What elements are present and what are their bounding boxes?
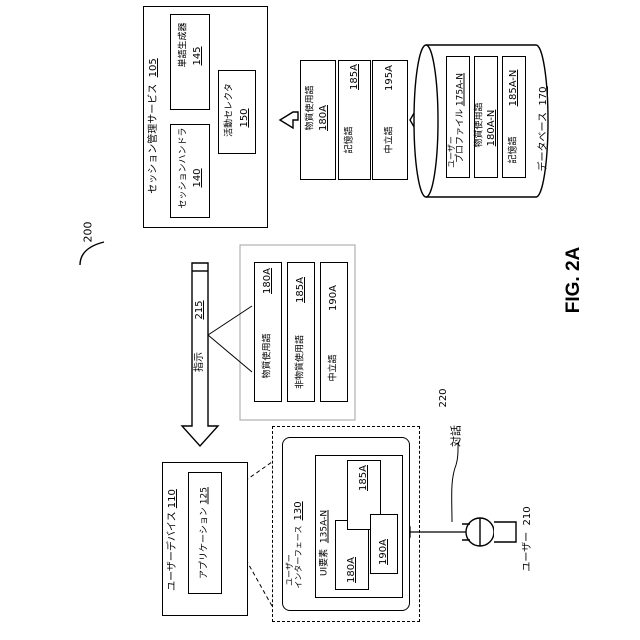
database-title: データベース 170 — [539, 87, 549, 172]
ui-element-180a-ref: 180A — [347, 557, 357, 583]
db-substance-ref: 180A-N — [487, 110, 497, 147]
session-handler-ref: 140 — [193, 168, 203, 187]
db-memory-label: 記憶語 — [510, 136, 519, 163]
ui-title-1: ユーザー — [286, 554, 294, 586]
session-word-substance-label: 物質使用語 — [307, 85, 316, 130]
arrow-to-session-service — [280, 112, 298, 128]
application-title: アプリケーション 125 — [201, 487, 210, 579]
db-memory-ref: 185A-N — [509, 70, 519, 107]
session-word-substance-ref: 180A — [319, 105, 329, 131]
session-word-memory-label: 記憶語 — [346, 126, 355, 153]
session-word-neutral-label: 中立語 — [386, 126, 395, 153]
word-generator-label: 単語生成器 — [180, 22, 189, 67]
ui-elements-title: UI要素 135A-N — [321, 510, 330, 576]
ui-element-185a-ref: 185A — [359, 465, 369, 491]
word-generator-box — [170, 14, 210, 110]
activity-selector-ref: 150 — [240, 108, 250, 127]
user-icon — [462, 518, 516, 546]
instruction-word-neutral-ref: 190A — [329, 285, 339, 311]
instruction-word-neutral-label: 中立語 — [330, 354, 339, 381]
session-word-memory-ref: 185A — [350, 64, 360, 90]
dialogue-ref: 220 — [439, 388, 449, 407]
ui-element-190a-ref: 190A — [379, 539, 389, 565]
dialogue-curve — [452, 440, 460, 522]
figure-number: 200 — [83, 222, 94, 243]
instruction-word-substance-ref: 180A — [263, 268, 273, 294]
user-title: ユーザー 210 — [523, 506, 533, 571]
activity-selector-label: 活動セレクタ — [226, 83, 235, 137]
session-handler-box — [170, 124, 210, 218]
session-handler-label: セッションハンドラ — [180, 127, 189, 208]
word-generator-ref: 145 — [193, 46, 203, 65]
figure-caption: FIG. 2A — [563, 247, 585, 314]
db-substance-label: 物質使用語 — [476, 102, 485, 147]
instruction-word-substance-label: 物質使用語 — [264, 333, 273, 378]
figure-leader-line — [80, 242, 104, 265]
instruction-word-nonsubstance-label: 非物質使用語 — [297, 335, 306, 389]
dialogue-title: 対話 — [451, 425, 462, 447]
user-profile-title-2: プロファイル 175A-N — [457, 73, 466, 163]
session-service-title: セッション管理サービス 105 — [149, 58, 159, 193]
instruction-word-nonsubstance-ref: 185A — [296, 277, 306, 303]
session-word-neutral-ref: 195A — [385, 65, 395, 91]
instruction-title: 指示 — [195, 352, 205, 372]
instruction-ref: 215 — [195, 300, 205, 319]
ui-title-2: インターフェース 130 — [294, 501, 304, 588]
user-device-title: ユーザーデバイス 110 — [168, 489, 178, 591]
